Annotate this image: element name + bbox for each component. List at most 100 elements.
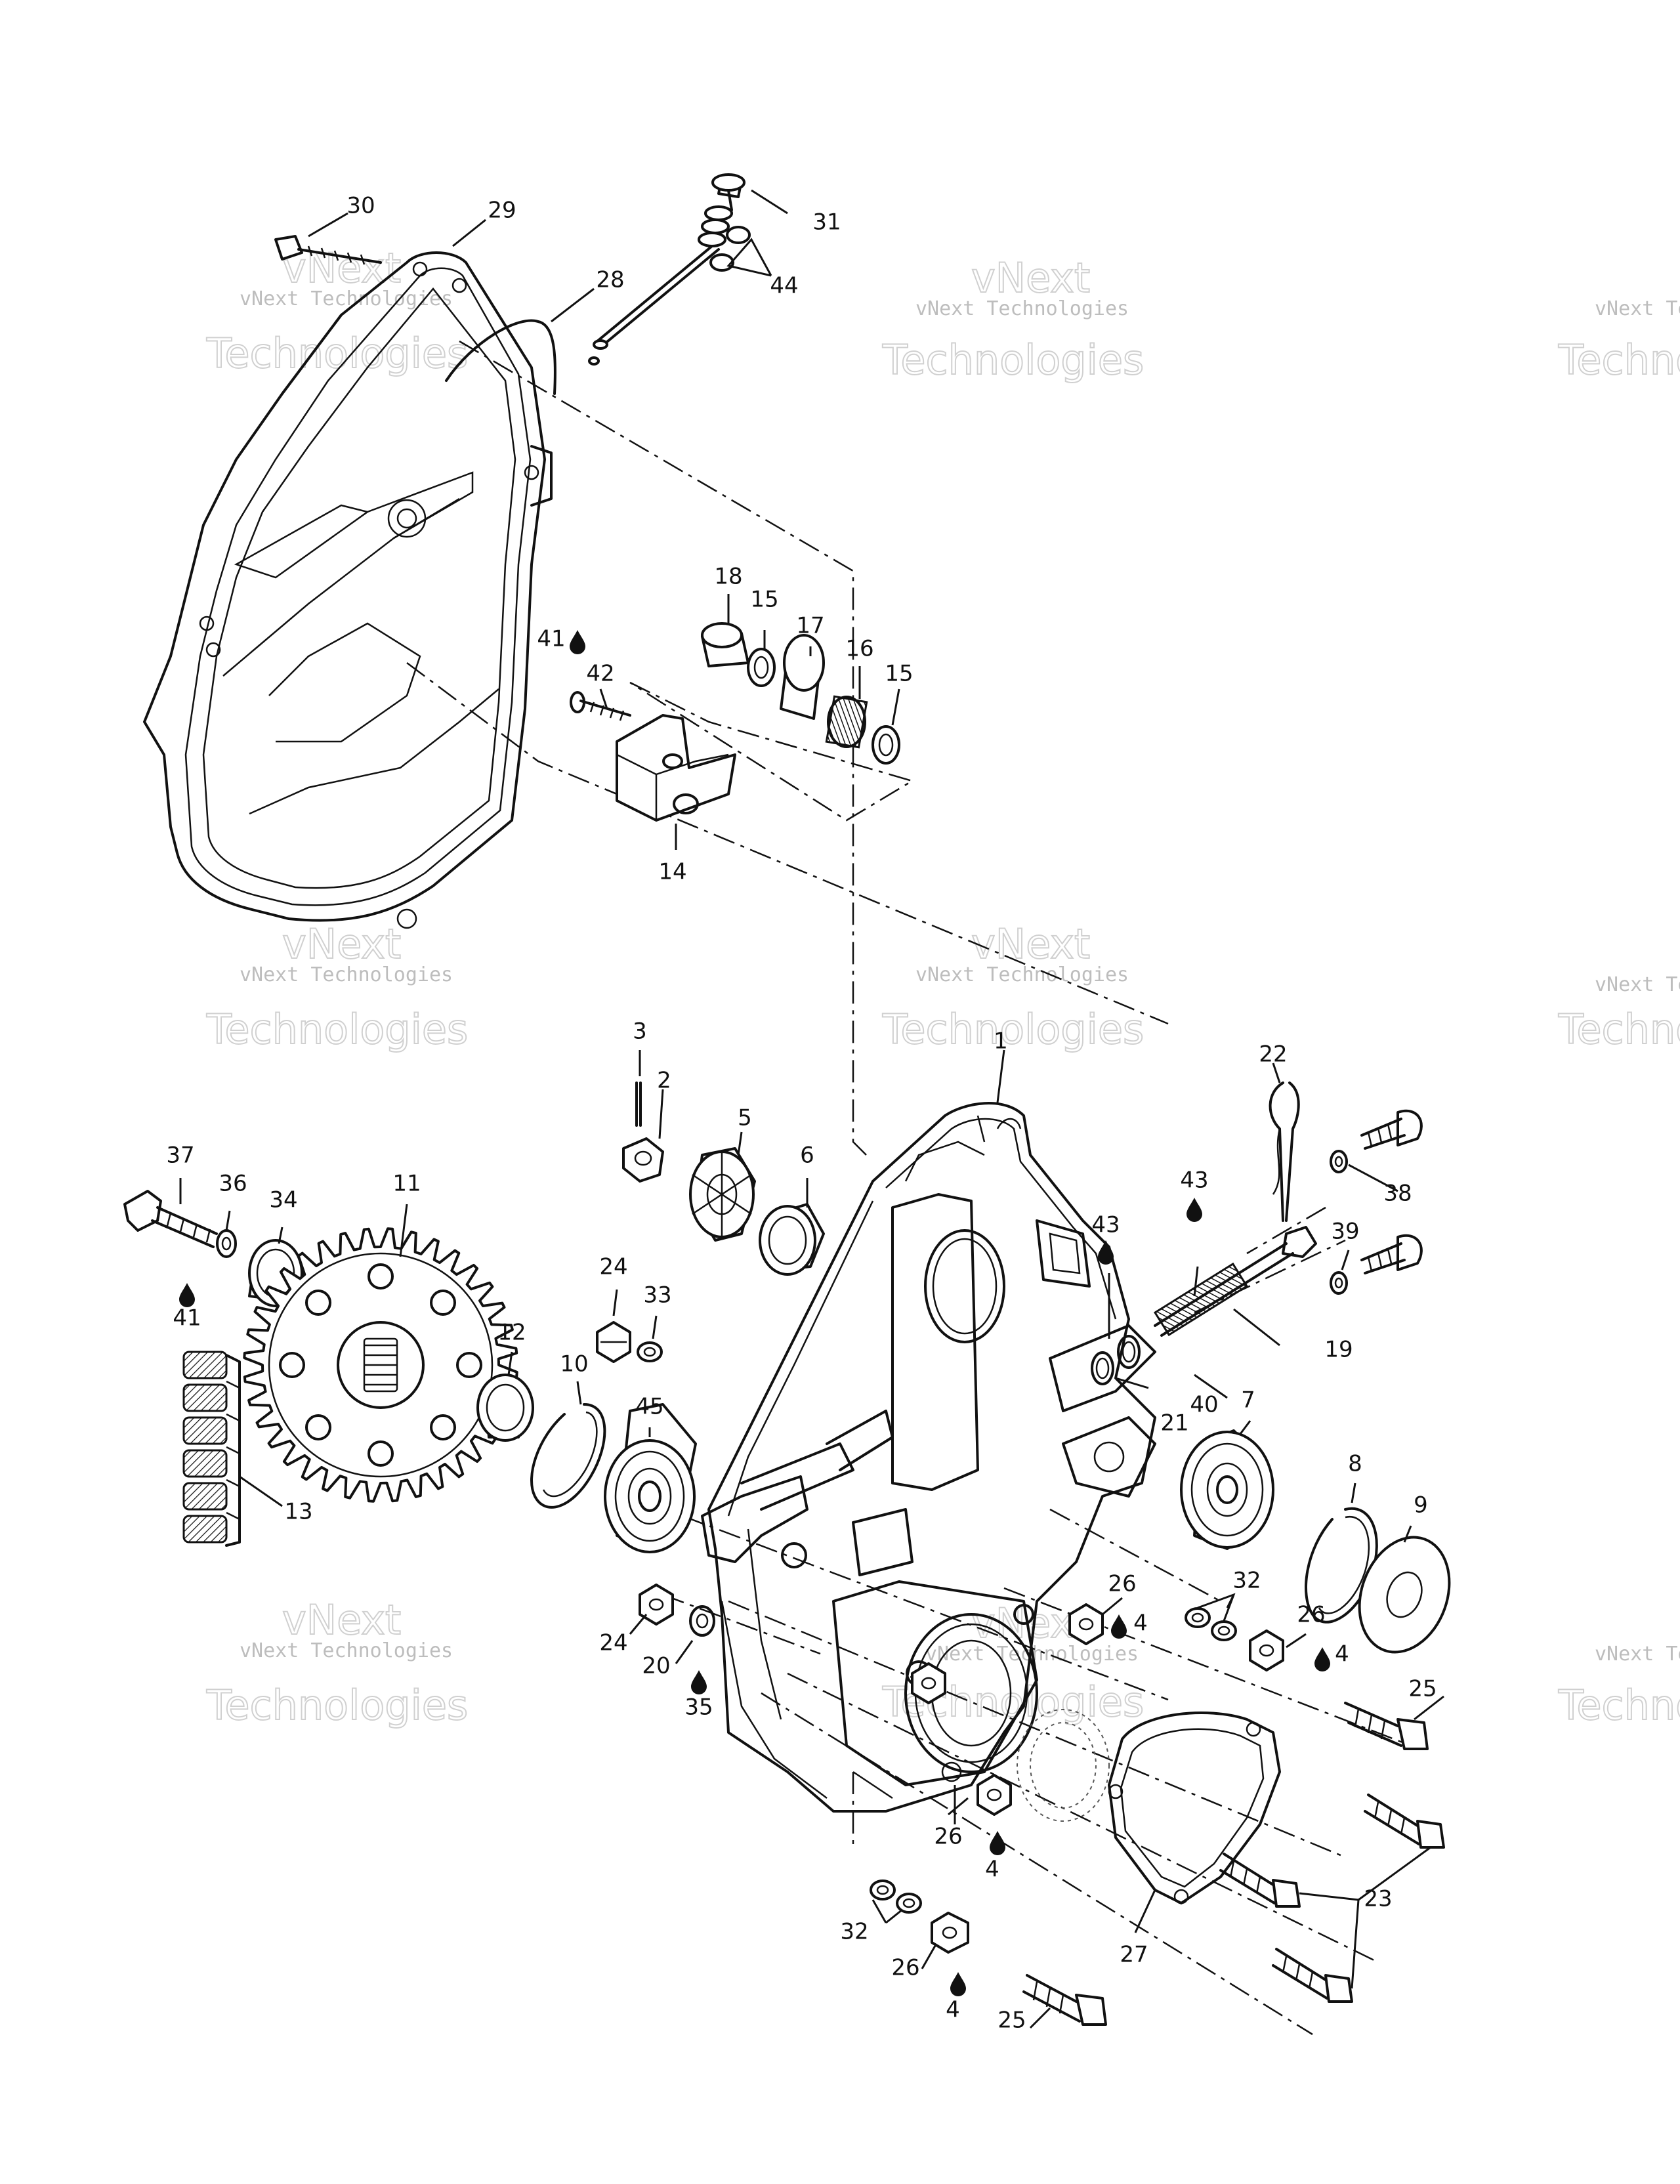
svg-text:vNext Technologies: vNext Technologies bbox=[240, 287, 453, 310]
chaincase-cover bbox=[143, 251, 553, 929]
nut-26-a bbox=[1068, 1603, 1104, 1645]
callout-11: 11 bbox=[392, 1171, 421, 1197]
oil-seal-outline bbox=[1017, 1709, 1110, 1822]
callout-2: 2 bbox=[657, 1068, 671, 1094]
bolt-38 bbox=[1360, 1109, 1423, 1150]
o-rings bbox=[709, 226, 751, 272]
callout-4-lower: 4 bbox=[946, 1997, 960, 2023]
svg-text:Technologies: Technologies bbox=[206, 1005, 468, 1053]
nut-26-e bbox=[931, 1912, 969, 1954]
watermark-mid-left: vNext vNext Technologies Technologies bbox=[205, 919, 469, 1054]
callout-35: 35 bbox=[684, 1694, 713, 1721]
svg-text:vNext: vNext bbox=[971, 254, 1090, 302]
callout-4-top: 4 bbox=[1133, 1610, 1148, 1637]
callout-38: 38 bbox=[1383, 1181, 1412, 1207]
watermark-top-left: vNext vNext Technologies Technologies bbox=[205, 243, 469, 378]
callout-40: 40 bbox=[1190, 1392, 1218, 1418]
washer-39-upper bbox=[1330, 1150, 1348, 1173]
callout-8: 8 bbox=[1348, 1451, 1362, 1477]
ring-21 bbox=[1091, 1351, 1114, 1385]
callout-12: 12 bbox=[497, 1320, 526, 1346]
circlip-right bbox=[1305, 1507, 1378, 1624]
callout-31: 31 bbox=[812, 209, 841, 236]
callout-6: 6 bbox=[800, 1143, 814, 1169]
leader-lines bbox=[179, 189, 1444, 2029]
watermark-low-right-edge: vNext Te Techno bbox=[1557, 1643, 1680, 1730]
svg-text:Techno: Techno bbox=[1558, 336, 1680, 384]
small-gear bbox=[689, 1147, 756, 1242]
callout-28: 28 bbox=[596, 267, 624, 293]
callout-1: 1 bbox=[994, 1028, 1008, 1055]
callout-26-top: 26 bbox=[1108, 1571, 1136, 1597]
bolt-23-c bbox=[1272, 1948, 1353, 2003]
nut-lower bbox=[639, 1584, 674, 1626]
callout-25-upper: 25 bbox=[1408, 1676, 1437, 1702]
tensioner-plunger bbox=[588, 173, 746, 366]
bolt-25-upper bbox=[1344, 1702, 1429, 1750]
castle-nut bbox=[622, 1137, 664, 1183]
spacer-bushing bbox=[476, 1374, 534, 1442]
callout-41-upper: 41 bbox=[537, 626, 565, 652]
large-sprocket bbox=[243, 1227, 518, 1503]
svg-text:vNext Technologies: vNext Technologies bbox=[240, 1639, 453, 1662]
assembly-center-lines bbox=[406, 340, 1412, 2036]
drive-chain bbox=[182, 1351, 241, 1547]
svg-text:vNext: vNext bbox=[282, 1596, 401, 1644]
tensioner-pin bbox=[635, 1082, 642, 1127]
sprocket-washer bbox=[216, 1229, 237, 1258]
callout-36: 36 bbox=[219, 1171, 247, 1197]
callout-26-mid: 26 bbox=[934, 1824, 962, 1850]
callout-30: 30 bbox=[346, 193, 375, 219]
chaincase-housing bbox=[701, 1102, 1156, 1813]
svg-text:vNext Technologies: vNext Technologies bbox=[915, 297, 1129, 320]
callout-18: 18 bbox=[714, 564, 742, 590]
nut-26-d bbox=[976, 1774, 1012, 1816]
svg-text:vNext: vNext bbox=[282, 920, 401, 968]
callout-26-lower: 26 bbox=[891, 1955, 919, 1981]
callout-44: 44 bbox=[770, 273, 798, 299]
cover-gasket-wire bbox=[445, 319, 556, 395]
lubricant-drop-icons bbox=[179, 630, 1330, 1996]
cover-screw bbox=[274, 235, 382, 265]
callout-43-left: 43 bbox=[1091, 1212, 1120, 1238]
bearing-right bbox=[1180, 1429, 1274, 1550]
svg-text:vNext Te: vNext Te bbox=[1595, 1643, 1680, 1666]
callout-32-lower: 32 bbox=[840, 1919, 868, 1945]
svg-text:Technologies: Technologies bbox=[882, 1005, 1144, 1053]
callout-25-lower: 25 bbox=[998, 2007, 1026, 2034]
callout-17: 17 bbox=[796, 613, 824, 639]
callout-14: 14 bbox=[658, 859, 686, 885]
circlip-left bbox=[530, 1403, 606, 1509]
svg-text:Technologies: Technologies bbox=[882, 336, 1144, 384]
callout-29: 29 bbox=[488, 198, 516, 224]
callout-22: 22 bbox=[1259, 1041, 1287, 1068]
svg-text:vNext Technologies: vNext Technologies bbox=[240, 963, 453, 986]
callout-26-right: 26 bbox=[1297, 1602, 1325, 1628]
svg-text:vNext: vNext bbox=[971, 920, 1090, 968]
svg-text:Techno: Techno bbox=[1558, 1005, 1680, 1053]
svg-text:vNext Technologies: vNext Technologies bbox=[915, 963, 1129, 986]
callout-24-upper: 24 bbox=[599, 1254, 627, 1280]
callout-33: 33 bbox=[643, 1282, 671, 1309]
gear-bearing bbox=[759, 1203, 825, 1276]
callout-19: 19 bbox=[1324, 1337, 1353, 1363]
callout-34: 34 bbox=[269, 1187, 297, 1213]
bolt-23-b bbox=[1219, 1853, 1301, 1908]
cover-gasket bbox=[1108, 1712, 1281, 1904]
callout-13: 13 bbox=[284, 1499, 312, 1525]
callout-45: 45 bbox=[635, 1394, 663, 1420]
svg-text:Techno: Techno bbox=[1558, 1681, 1680, 1729]
callout-5: 5 bbox=[738, 1105, 752, 1131]
ring-40 bbox=[1117, 1335, 1141, 1369]
callout-23: 23 bbox=[1364, 1886, 1392, 1912]
callout-21: 21 bbox=[1160, 1410, 1188, 1437]
callout-4-right: 4 bbox=[1335, 1641, 1349, 1668]
watermark-top-center: vNext vNext Technologies Technologies bbox=[881, 253, 1144, 385]
callout-10: 10 bbox=[560, 1351, 588, 1377]
watermark-low-left: vNext vNext Technologies Technologies bbox=[205, 1595, 469, 1730]
sprocket-bolt bbox=[123, 1190, 218, 1248]
idler-group bbox=[701, 622, 900, 765]
washer-32-a bbox=[1185, 1607, 1211, 1628]
svg-text:vNext Te: vNext Te bbox=[1595, 297, 1680, 320]
